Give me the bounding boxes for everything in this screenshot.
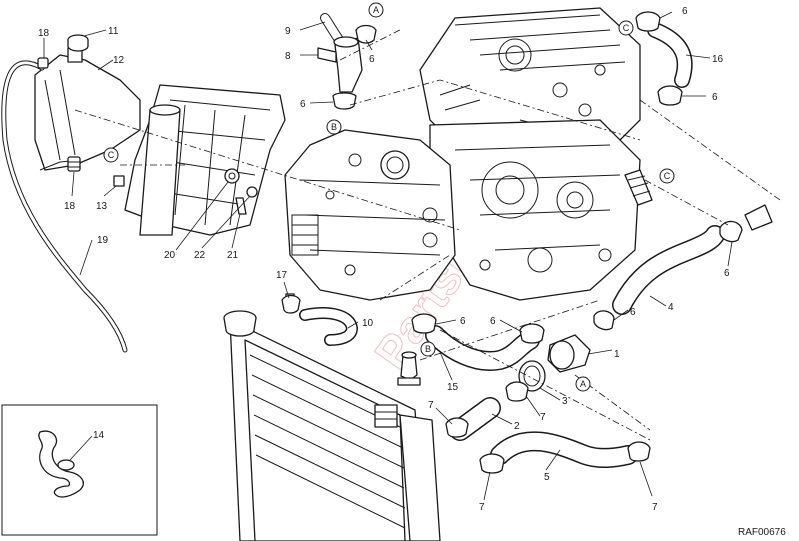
- callout-3: 3: [562, 396, 568, 407]
- hose-4: [612, 225, 725, 315]
- callout-1: 1: [614, 349, 620, 360]
- callout-7-lower-left: 7: [479, 502, 485, 513]
- callout-6-hose-4-bottom: 6: [630, 307, 636, 318]
- ring-3: [518, 360, 546, 392]
- reference-markers: A B C C C B A: [103, 2, 675, 392]
- bushing-22: [246, 186, 258, 198]
- clamp-6-hose-15-right: [519, 323, 545, 344]
- drawing-code: RAF00676: [738, 527, 786, 538]
- callout-19: 19: [97, 235, 109, 246]
- callout-6-hose-4: 6: [724, 268, 730, 279]
- svg-text:A: A: [373, 5, 379, 15]
- svg-text:B: B: [425, 344, 431, 354]
- callout-6-upper-b: 6: [300, 99, 306, 110]
- hose-clip-14: [38, 430, 84, 498]
- callout-16: 16: [712, 54, 724, 65]
- callout-5: 5: [544, 472, 550, 483]
- clamp-7-upper-right: [505, 381, 529, 402]
- expansion-tank-cap: [67, 34, 89, 52]
- callout-18-top: 18: [38, 28, 50, 39]
- bushing-20: [224, 168, 240, 184]
- radiator: [223, 293, 441, 541]
- callout-7-upper-left: 7: [428, 400, 434, 411]
- hose-5: [490, 431, 638, 468]
- svg-text:C: C: [108, 150, 115, 160]
- callout-11: 11: [108, 26, 119, 37]
- svg-text:C: C: [623, 23, 630, 33]
- callout-4: 4: [668, 302, 674, 313]
- callout-21: 21: [227, 250, 239, 261]
- callout-13: 13: [96, 201, 108, 212]
- hose-15: [425, 325, 540, 371]
- callout-8: 8: [285, 51, 291, 62]
- clamp-6-upper-a: [355, 24, 377, 44]
- engine-block: [284, 7, 773, 301]
- callout-15: 15: [447, 382, 459, 393]
- clamp-6-top-right: [635, 11, 661, 32]
- bolt-13: [113, 175, 125, 187]
- ref-c-left: C: [103, 147, 119, 163]
- detail-inset-box: [1, 404, 158, 536]
- part-callouts: 18 11 12 9 8 6 6 6 16 6 18 13 19 20 22 2…: [38, 6, 730, 513]
- callout-6-hose-15-left: 6: [460, 316, 466, 327]
- svg-text:B: B: [331, 122, 337, 132]
- callout-10: 10: [362, 318, 374, 329]
- callout-9: 9: [285, 26, 291, 37]
- clamp-17: [281, 294, 301, 314]
- clamp-7-lower-left: [479, 453, 505, 474]
- svg-text:A: A: [580, 379, 586, 389]
- leader-lines: [43, 11, 733, 501]
- clamp-6-hose-4-bottom: [593, 310, 615, 331]
- callout-7-lower-right: 7: [652, 502, 658, 513]
- callout-7-upper-right: 7: [540, 412, 546, 423]
- callout-22: 22: [194, 250, 206, 261]
- callout-2: 2: [514, 421, 520, 432]
- clamp-7-lower-right: [627, 441, 651, 462]
- callout-18-bottom: 18: [64, 201, 76, 212]
- assembly-lines: [74, 29, 781, 441]
- thermostat-1: [547, 334, 591, 373]
- callout-17: 17: [276, 270, 288, 281]
- callout-6-hose-15-right: 6: [490, 316, 496, 327]
- callout-20: 20: [164, 250, 176, 261]
- expansion-tank: [34, 47, 141, 171]
- hose-10: [299, 307, 359, 346]
- ref-b-top: B: [326, 119, 342, 135]
- callout-12: 12: [113, 55, 125, 66]
- clamp-6-hose-15-left: [411, 313, 437, 334]
- ref-a-bottom: A: [575, 376, 591, 392]
- clamp-6-hose-4-top: [719, 220, 743, 243]
- callout-6-right-mid: 6: [712, 92, 718, 103]
- ref-c-top-right: C: [618, 20, 634, 36]
- ref-a-top: A: [368, 2, 384, 18]
- clamp-6-upper-b: [332, 92, 357, 110]
- callout-6-top-right: 6: [682, 6, 688, 17]
- thermostat-fitting-8: [317, 36, 363, 93]
- bleed-fitting-b: [397, 351, 421, 386]
- svg-text:C: C: [664, 171, 671, 181]
- callout-14: 14: [93, 430, 105, 441]
- hose-clamp-18-top: [37, 57, 49, 69]
- overflow-hose: [1, 60, 128, 353]
- frame-bracket: [124, 84, 286, 236]
- clamp-6-right-mid: [657, 85, 683, 106]
- hose-clamp-18-bottom: [67, 156, 81, 172]
- callout-6-upper-a: 6: [369, 54, 375, 65]
- hose-16: [647, 22, 693, 88]
- clamp-7-upper-left: [445, 417, 469, 438]
- ref-c-right: C: [659, 168, 675, 184]
- ref-b-bottom: B: [420, 341, 436, 357]
